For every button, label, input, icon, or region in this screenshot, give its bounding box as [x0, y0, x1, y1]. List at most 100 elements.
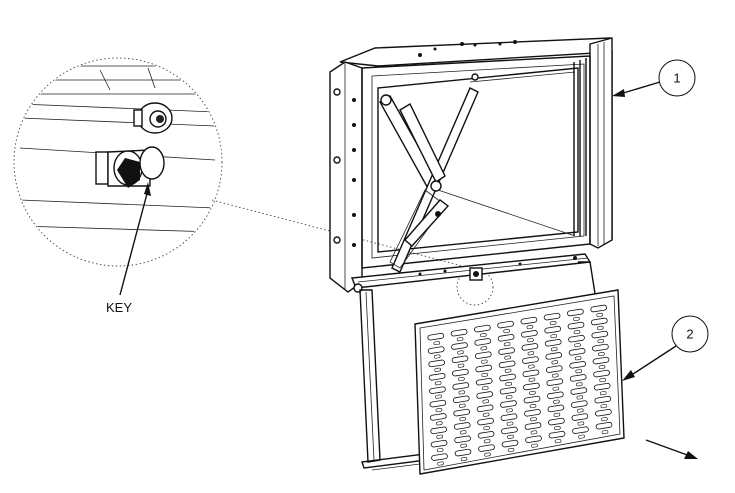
grille-slot	[498, 360, 516, 369]
grille-slot	[499, 386, 517, 395]
roller-bolt	[133, 102, 173, 134]
grille-slot	[543, 312, 561, 321]
grille-slot	[593, 382, 611, 391]
grille-slot-small	[480, 346, 488, 351]
detail-view	[13, 57, 223, 267]
key-leader	[119, 189, 149, 296]
grille-slot	[525, 435, 542, 443]
grille-slot-small	[575, 369, 582, 374]
grille-slot	[475, 364, 493, 373]
svg-text:1: 1	[673, 71, 680, 86]
grille-slot-small	[507, 434, 514, 439]
grille-slot-small	[433, 354, 441, 359]
grille-slot-small	[484, 452, 491, 457]
grille-slot-small	[483, 439, 491, 444]
grille-slot	[474, 324, 491, 333]
grille-slot-small	[530, 430, 538, 435]
grille-slot	[524, 422, 542, 430]
grille-slot-small	[554, 439, 562, 444]
grille-slot	[500, 413, 518, 421]
grille-slot	[478, 444, 495, 452]
grille-slot-small	[482, 399, 489, 404]
grille-slot-small	[434, 381, 442, 386]
grille-slot	[548, 417, 565, 426]
grille-slot	[474, 351, 492, 359]
grille-slot	[497, 320, 514, 329]
grille-slot	[545, 365, 563, 373]
grille-slot	[429, 413, 447, 421]
grille-slot-small	[576, 395, 584, 400]
grille-slot	[451, 355, 469, 364]
grille-slot	[452, 382, 470, 390]
grille-slot	[451, 342, 468, 350]
grille-slot-small	[434, 367, 441, 372]
mounting-frame	[329, 37, 613, 471]
grille-slot-small	[459, 416, 466, 422]
grille-slot-small	[504, 355, 511, 360]
grille-slot-small	[481, 386, 489, 391]
grille-slot-small	[574, 356, 582, 361]
grille-slot	[569, 374, 587, 382]
grille-slot-small	[552, 373, 559, 378]
grille-slot	[427, 346, 445, 354]
grille-slot	[594, 395, 612, 404]
grille-slot-small	[597, 338, 605, 344]
callout-balloon-2: 2	[622, 315, 709, 381]
grille-slot-small	[528, 364, 535, 369]
grille-slot	[453, 422, 471, 430]
grille-slot-small	[553, 399, 560, 404]
grille-slot	[452, 368, 469, 377]
grille-slot	[477, 431, 495, 439]
grille-slot-small	[553, 412, 561, 417]
grille-slot-small	[596, 312, 603, 317]
grille-slot	[428, 373, 446, 381]
grille-slot	[450, 328, 468, 337]
grille-slots	[427, 304, 613, 466]
grille-slot	[567, 321, 585, 330]
grille-slot-small	[550, 347, 558, 352]
grille-panel	[414, 289, 625, 475]
grille-slot	[501, 439, 519, 448]
grille-slot	[524, 409, 541, 417]
grille-slot-small	[436, 434, 443, 439]
grille-slot	[570, 400, 588, 408]
grille-slot	[430, 426, 448, 435]
grille-slot	[476, 391, 494, 399]
grille-slot	[474, 338, 492, 346]
grille-slot-small	[529, 390, 536, 395]
grille-slot-small	[459, 403, 466, 408]
grille-slot-small	[460, 456, 468, 462]
grille-slot-small	[457, 363, 465, 368]
grille-slot-small	[573, 329, 581, 335]
grille-slot	[431, 453, 448, 461]
callout-balloon-1: 1	[612, 59, 696, 97]
grille-slot	[595, 421, 613, 430]
grille-slot	[522, 369, 540, 378]
key-part	[95, 146, 165, 188]
grille-slot-small	[456, 337, 464, 342]
grille-slot	[520, 316, 538, 325]
grille-slot-small	[482, 412, 490, 417]
grille-slot	[453, 408, 471, 417]
grille-slot-small	[600, 404, 608, 409]
grille-slot-small	[573, 316, 580, 321]
grille-slot-small	[574, 343, 581, 348]
grille-slot	[595, 408, 612, 417]
grille-slot-small	[435, 394, 442, 399]
grille-slot	[523, 382, 540, 391]
grille-slot	[522, 356, 539, 364]
grille-slot-small	[481, 372, 488, 377]
grille-slot	[497, 334, 515, 342]
grille-slot-small	[599, 391, 607, 396]
grille-slot-small	[551, 360, 559, 365]
grille-slot	[570, 387, 588, 395]
grille-slot	[590, 317, 608, 326]
grille-slot	[544, 339, 562, 347]
grille-slot-small	[550, 334, 557, 339]
grille-slot-small	[549, 320, 557, 326]
grille-slot-small	[433, 341, 441, 346]
grille-slot	[572, 426, 589, 434]
grille-slot	[593, 369, 610, 378]
grille-slot-small	[458, 390, 466, 395]
